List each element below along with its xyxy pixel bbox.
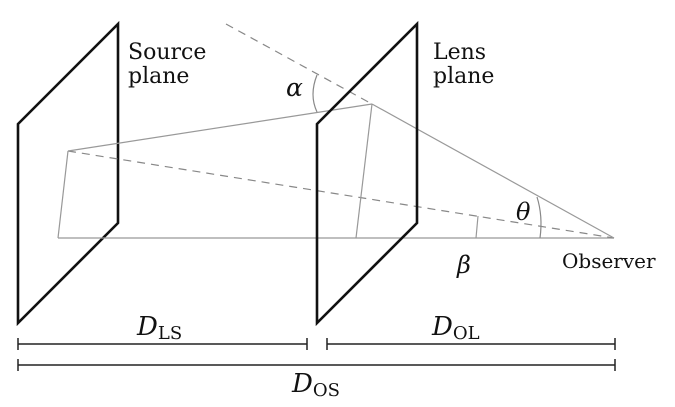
dls-main: D [136, 312, 158, 342]
beta-label: β [456, 251, 471, 279]
lens-plane-label-line2: plane [433, 64, 494, 89]
lens-to-observer-ray [371, 103, 615, 239]
lens-plane-height [355, 103, 373, 239]
dos-sub: OS [313, 380, 340, 401]
source-plane-label-line2: plane [128, 64, 189, 89]
dls-label: DLS [136, 312, 182, 344]
dol-label: DOL [431, 312, 480, 344]
theta-label: θ [516, 198, 531, 226]
dol-sub: OL [453, 323, 480, 344]
observer-label: Observer [562, 249, 656, 273]
dos-label: DOS [291, 369, 340, 401]
source-plane [16, 20, 120, 327]
dos-main: D [291, 369, 313, 399]
alpha-label: α [286, 73, 303, 102]
apparent-image-ray [67, 150, 615, 239]
dls-sub: LS [158, 323, 182, 344]
lens-plane-label-line1: Lens [433, 40, 486, 65]
theta-arc [536, 196, 542, 239]
source-to-lens-ray [67, 103, 373, 152]
alpha-arc [312, 74, 318, 113]
dol-main: D [431, 312, 453, 342]
source-plane-label-line1: Source [128, 40, 206, 65]
lens-plane [315, 20, 419, 327]
beta-tick [475, 215, 479, 239]
source-offset-line [57, 150, 69, 239]
